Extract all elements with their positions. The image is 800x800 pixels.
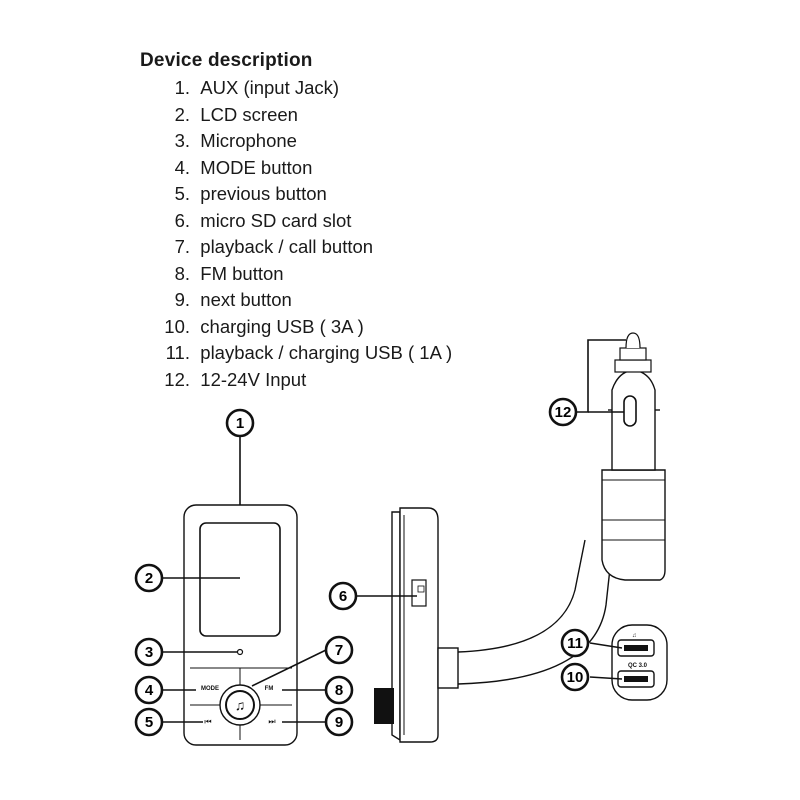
gooseneck-top <box>457 539 586 653</box>
input-indicator <box>623 395 637 427</box>
legend-number: 8. <box>174 262 190 284</box>
front-device <box>183 504 298 746</box>
legend-label: next button <box>200 289 292 310</box>
callout-5: 5 <box>134 707 164 737</box>
legend-number: 10. <box>164 315 190 337</box>
legend-item: 6. micro SD card slot <box>140 208 452 235</box>
legend-item: 10. charging USB ( 3A ) <box>140 314 452 341</box>
legend-item: 4. MODE button <box>140 155 452 182</box>
svg-text:5: 5 <box>145 714 153 731</box>
svg-text:1: 1 <box>236 415 244 432</box>
legend-item: 8. FM button <box>140 261 452 288</box>
legend-item: 1. AUX (input Jack) <box>140 75 452 102</box>
callout-8: 8 <box>324 675 354 705</box>
svg-text:3: 3 <box>145 644 153 661</box>
legend-number: 7. <box>174 236 190 257</box>
gooseneck-bottom <box>457 549 613 685</box>
legend-item: 12. 12-24V Input <box>140 367 452 394</box>
legend-number: 6. <box>174 209 190 231</box>
legend-item: 5. previous button <box>140 181 452 208</box>
callout-6: 6 <box>328 581 358 611</box>
legend-label: micro SD card slot <box>200 209 352 231</box>
callout-12: 12 <box>548 397 578 427</box>
svg-text:4: 4 <box>145 682 154 699</box>
svg-text:12: 12 <box>555 404 572 421</box>
svg-text:7: 7 <box>335 642 343 659</box>
callout-3: 3 <box>134 637 164 667</box>
legend-number: 9. <box>174 289 190 310</box>
svg-text:11: 11 <box>567 635 583 652</box>
legend-label: Microphone <box>200 130 297 151</box>
legend-number: 5. <box>174 183 190 204</box>
leader-lines-side <box>356 339 626 680</box>
phone-note-icon: ♫ <box>235 697 246 713</box>
legend-label: MODE button <box>200 156 313 178</box>
sd-card-slot <box>411 579 427 607</box>
device-description: Device description 1. AUX (input Jack) 2… <box>140 50 452 393</box>
legend-item: 3. Microphone <box>140 128 452 155</box>
callout-2: 2 <box>134 563 164 593</box>
mode-button-label: MODE <box>201 686 219 692</box>
svg-text:6: 6 <box>339 588 347 605</box>
play-button-ring <box>225 690 255 720</box>
callout-9: 9 <box>324 707 354 737</box>
plug-tip <box>625 332 641 349</box>
svg-text:10: 10 <box>567 669 584 686</box>
fm-button-label: FM <box>265 686 274 692</box>
note-icon: ♫ <box>632 633 637 639</box>
callout-7: 7 <box>324 635 354 665</box>
callout-10: 10 <box>560 662 590 692</box>
callout-4: 4 <box>134 675 164 705</box>
callout-1: 1 <box>225 408 255 438</box>
callout-11: 11 <box>560 628 590 658</box>
legend-title: Device description <box>140 50 313 71</box>
lcd-screen <box>199 522 281 637</box>
legend-label: playback / charging USB ( 1A ) <box>200 342 453 363</box>
device-side-body <box>399 507 439 743</box>
legend-label: previous button <box>200 183 327 204</box>
legend-number: 1. <box>174 77 190 98</box>
aux-connector <box>374 688 394 724</box>
legend-number: 11. <box>165 342 190 363</box>
usb-module <box>601 469 666 581</box>
qc-label: QC 3.0 <box>628 663 648 669</box>
legend-label: LCD screen <box>200 103 298 125</box>
legend-label: AUX (input Jack) <box>200 77 340 98</box>
microphone-hole <box>236 648 244 656</box>
legend-number: 3. <box>174 130 190 151</box>
legend-item: 11. playback / charging USB ( 1A ) <box>140 340 453 367</box>
previous-icon: ⏮ <box>204 717 211 726</box>
svg-text:2: 2 <box>145 570 153 587</box>
legend-label: 12-24V Input <box>200 368 307 390</box>
legend-number: 4. <box>174 156 190 178</box>
legend-item: 9. next button <box>140 287 452 314</box>
leader-lines <box>162 436 327 723</box>
legend-label: charging USB ( 3A ) <box>200 315 364 337</box>
legend-item: 2. LCD screen <box>140 102 452 129</box>
legend-label: playback / call button <box>200 236 374 257</box>
legend-item: 7. playback / call button <box>140 234 452 261</box>
svg-text:9: 9 <box>335 714 343 731</box>
legend-number: 2. <box>174 103 190 125</box>
side-device <box>374 332 668 743</box>
legend-number: 12. <box>164 368 190 390</box>
legend-label: FM button <box>200 262 284 284</box>
next-icon: ⏭ <box>268 717 275 726</box>
svg-text:8: 8 <box>335 682 343 699</box>
callouts: 1 2 3 4 5 6 7 8 9 10 11 12 <box>134 397 590 737</box>
legend-list: 1. AUX (input Jack) 2. LCD screen 3. Mic… <box>140 75 452 393</box>
